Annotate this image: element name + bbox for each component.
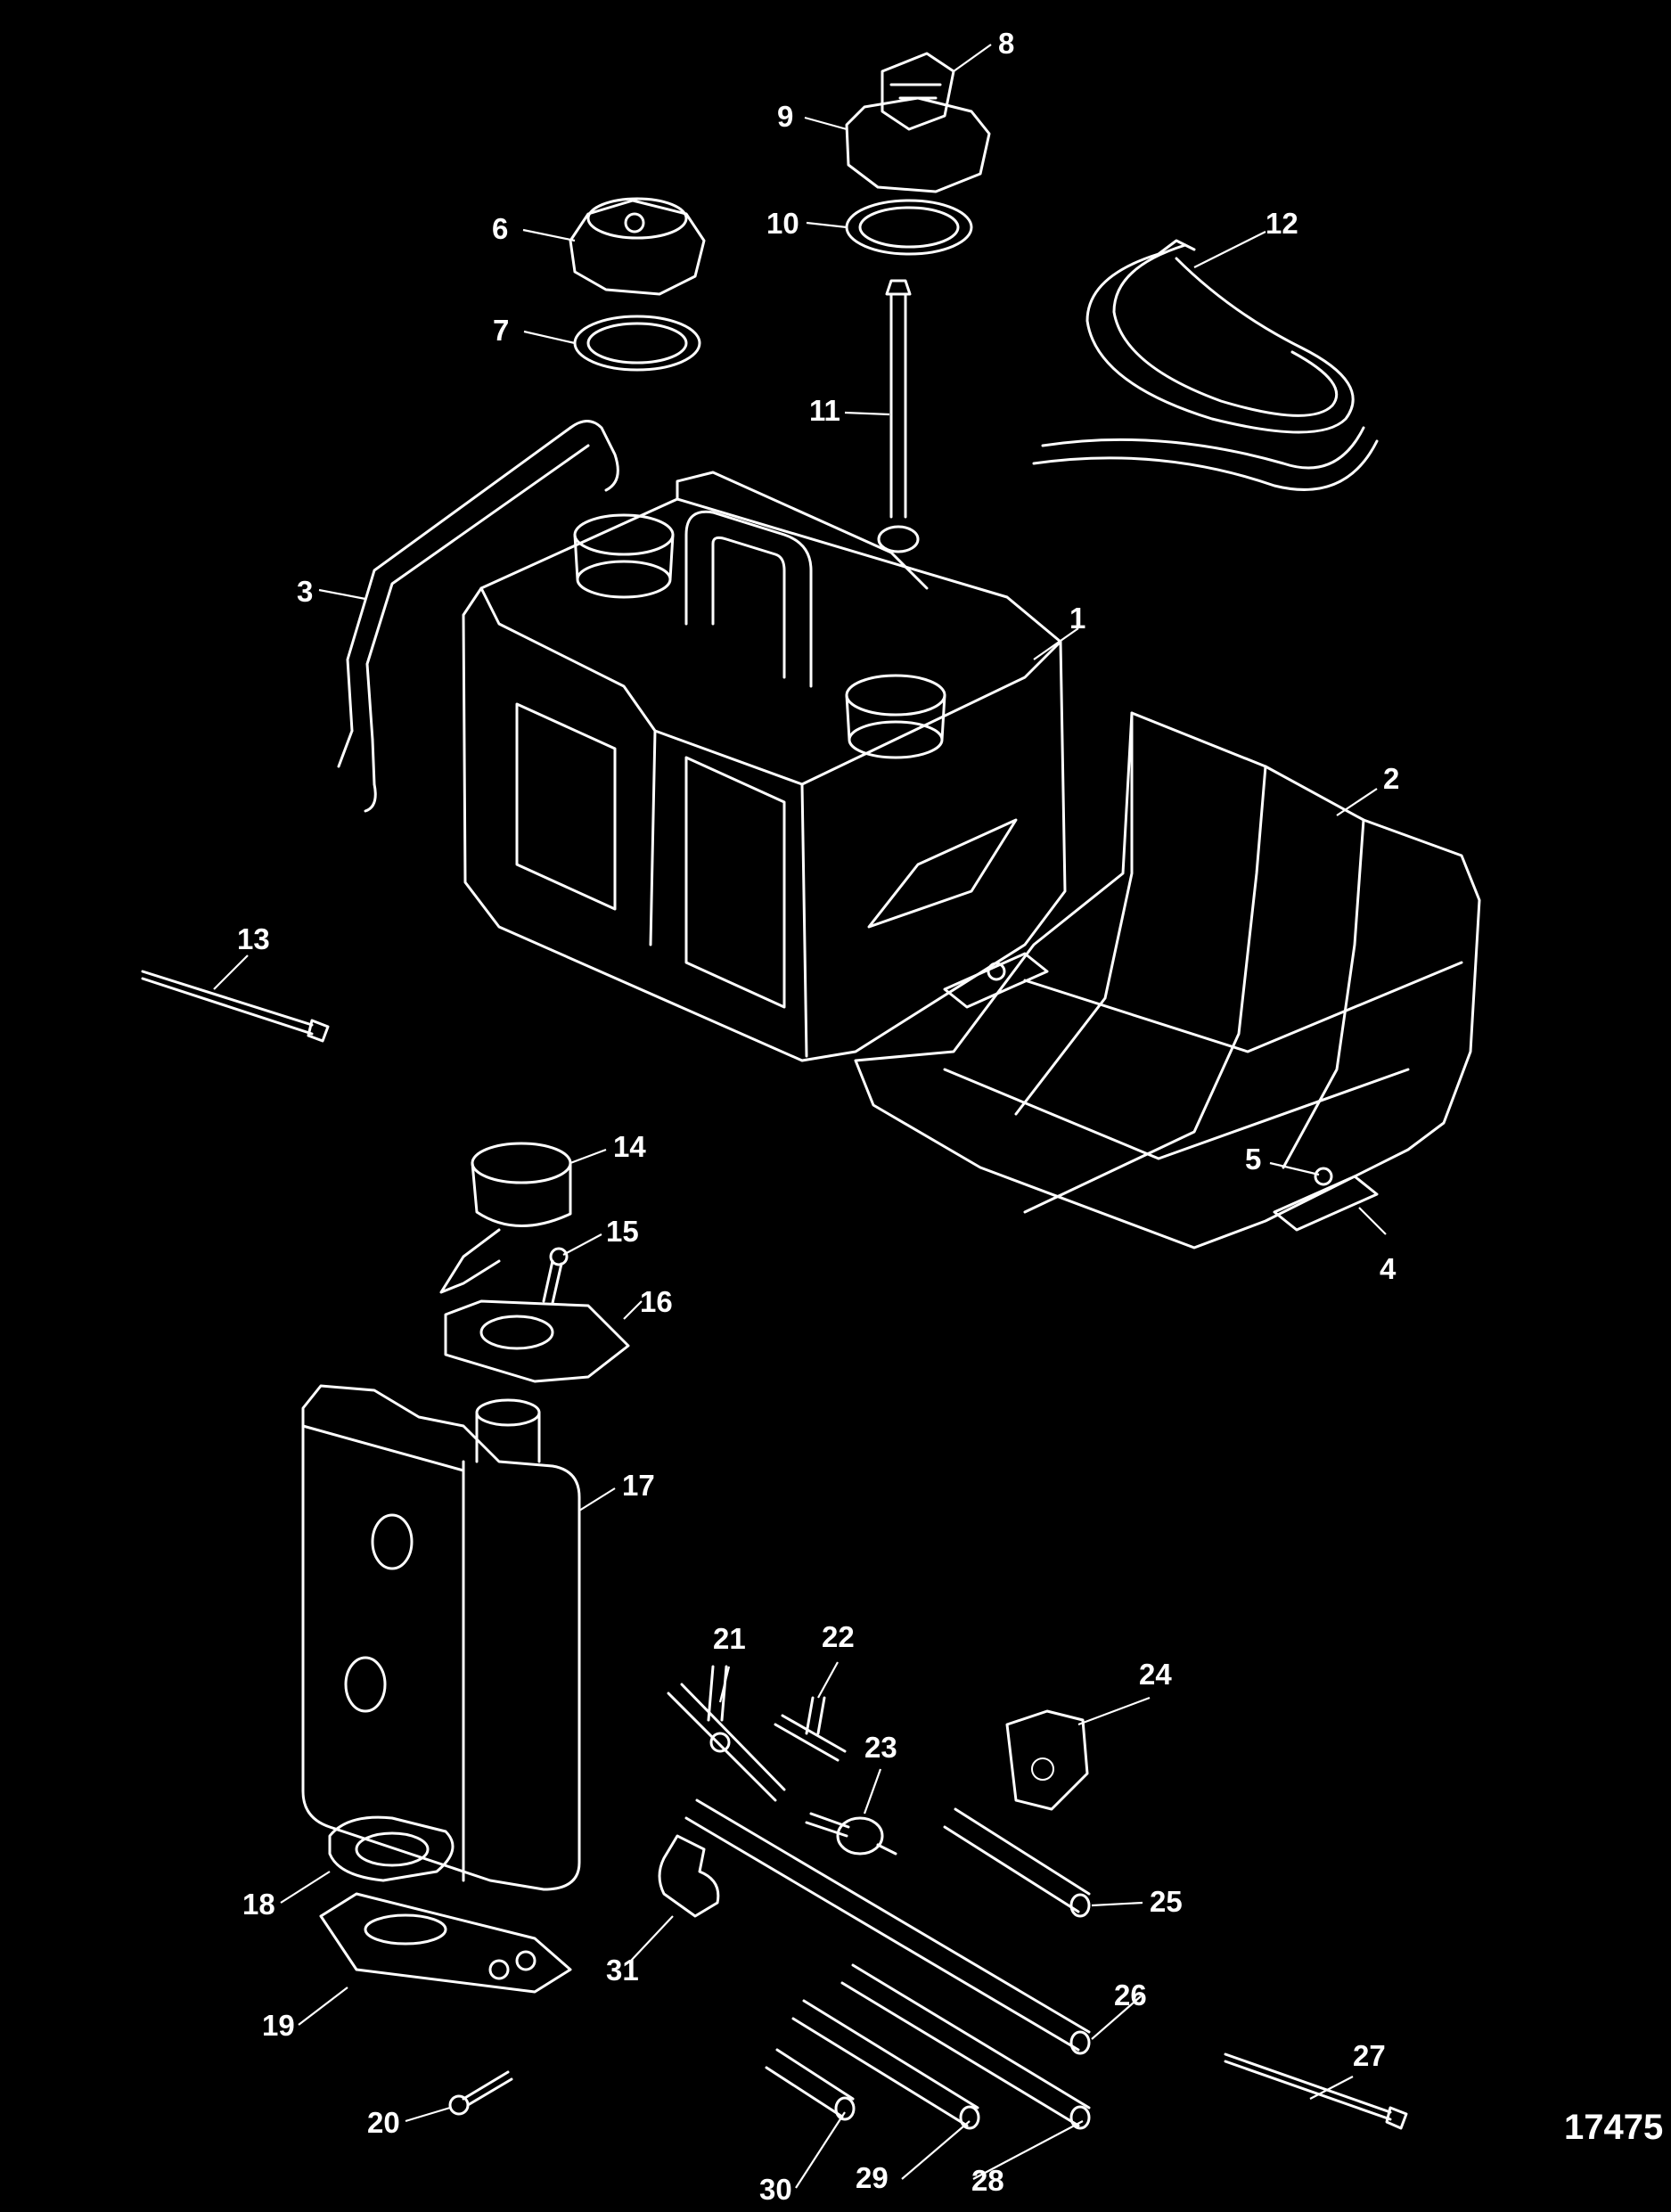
callout-30: 30	[759, 2173, 792, 2206]
part-10-gauge-gasket	[845, 199, 973, 256]
callout-18: 18	[242, 1888, 275, 1921]
part-8-gauge-cap-fitting	[881, 52, 955, 131]
part-13-cable-tie	[141, 970, 330, 1043]
callout-31: 31	[606, 1954, 639, 1987]
part-31-clip	[658, 1834, 720, 1918]
callout-23: 23	[864, 1731, 897, 1764]
callout-29: 29	[856, 2161, 889, 2194]
part-3-hold-down-strap	[337, 420, 619, 813]
callout-28: 28	[971, 2164, 1004, 2197]
part-5-screw	[987, 962, 1333, 1186]
callout-22: 22	[822, 1620, 855, 1653]
part-12-hose	[1032, 239, 1379, 491]
callout-3: 3	[297, 575, 313, 608]
part-19-mounting-bracket	[319, 1892, 572, 1994]
part-21-tee-fitting	[667, 1665, 786, 1802]
part-30-hose	[765, 2048, 856, 2121]
callout-21: 21	[713, 1622, 746, 1655]
part-9-gauge-cap	[845, 96, 991, 193]
callout-20: 20	[367, 2106, 400, 2139]
part-29-hose	[791, 1999, 980, 2130]
callout-5: 5	[1245, 1143, 1261, 1176]
callout-13: 13	[237, 922, 270, 955]
callout-9: 9	[777, 100, 793, 133]
callout-8: 8	[998, 27, 1014, 60]
callout-labels: 1 2 3 4 5 6 7 8 9 10 11 12 13 14 15 16 1…	[237, 27, 1399, 2206]
part-6-fill-cap	[569, 197, 706, 296]
part-27-cable-tie	[1224, 2052, 1408, 2130]
part-23-check-valve	[805, 1812, 897, 1856]
callout-2: 2	[1383, 762, 1399, 795]
callout-24: 24	[1139, 1658, 1172, 1691]
part-16-neck-gasket	[444, 1299, 630, 1383]
callout-1: 1	[1069, 602, 1085, 635]
part-17-oil-reservoir	[301, 1384, 581, 1891]
part-24-decal	[1005, 1709, 1089, 1811]
part-18-bottom-gasket	[328, 1815, 455, 1882]
callout-27: 27	[1353, 2039, 1386, 2072]
part-7-cap-gasket	[573, 315, 701, 372]
part-11-pickup-tube	[877, 279, 920, 553]
callout-16: 16	[640, 1285, 673, 1318]
callout-7: 7	[493, 314, 509, 347]
callout-4: 4	[1380, 1252, 1397, 1285]
part-22-tee-fitting	[774, 1696, 847, 1762]
callout-6: 6	[492, 212, 508, 245]
part-25-hose	[943, 1807, 1091, 1918]
callout-12: 12	[1266, 207, 1298, 240]
callout-17: 17	[622, 1469, 655, 1502]
part-15-screw	[542, 1247, 569, 1305]
part-1-fuel-tank	[462, 471, 1067, 1062]
part-20-screw	[448, 2070, 513, 2116]
callout-10: 10	[766, 207, 799, 240]
callout-15: 15	[606, 1215, 639, 1248]
part-28-hose	[840, 1963, 1091, 2130]
part-2-tank-cradle	[854, 711, 1481, 1249]
callout-14: 14	[613, 1130, 646, 1163]
callout-leaders	[213, 44, 1387, 2189]
part-26-hose	[684, 1798, 1091, 2055]
callout-11: 11	[809, 394, 840, 427]
part-4-clip	[943, 952, 1379, 1232]
callout-26: 26	[1114, 1979, 1147, 2011]
figure-number: 17475	[1564, 2108, 1663, 2147]
callout-25: 25	[1150, 1885, 1183, 1918]
callout-19: 19	[262, 2009, 295, 2042]
